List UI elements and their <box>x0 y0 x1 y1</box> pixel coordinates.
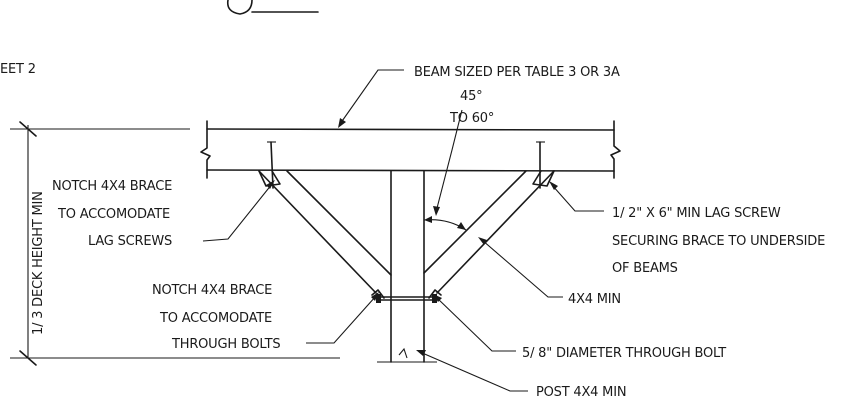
lag-screw-line-3: OF BEAMS <box>612 261 678 276</box>
angle-line-2: TO 60° <box>449 111 494 126</box>
lag-screw-line-1: 1/ 2" X 6" MIN LAG SCREW <box>612 206 781 221</box>
post-leader <box>416 350 528 392</box>
beam-leader <box>338 69 404 128</box>
notch-lag-line-1: NOTCH 4X4 BRACE <box>52 179 172 194</box>
angle-line-1: 45° <box>460 89 482 104</box>
through-bolt <box>376 294 437 303</box>
vertical-dimension: 1/ 3 DECK HEIGHT MIN <box>10 121 340 366</box>
notch-lag-line-2: TO ACCOMODATE <box>57 207 170 222</box>
notch-bolt-line-3: THROUGH BOLTS <box>171 337 280 352</box>
through-bolt-callout: 5/ 8" DIAMETER THROUGH BOLT <box>522 346 726 361</box>
notch-lag-leader <box>202 180 275 242</box>
brace-size-leader <box>478 237 563 298</box>
notch-bolt-leader <box>306 292 379 344</box>
lag-screw-leader <box>549 181 604 212</box>
sheet-reference: EET 2 <box>0 62 36 77</box>
right-brace <box>423 170 555 299</box>
lag-screws <box>267 141 545 189</box>
through-bolt-leader <box>433 294 516 352</box>
left-brace <box>258 170 392 299</box>
notch-bolt-line-1: NOTCH 4X4 BRACE <box>152 283 272 298</box>
notch-bolt-line-2: TO ACCOMODATE <box>159 311 272 326</box>
lag-screw-line-2: SECURING BRACE TO UNDERSIDE <box>612 234 825 249</box>
detail-bubble <box>226 0 319 15</box>
dimension-label: 1/ 3 DECK HEIGHT MIN <box>31 191 46 335</box>
brace-size-callout: 4X4 MIN <box>568 292 621 307</box>
beam <box>200 120 621 179</box>
beam-callout: BEAM SIZED PER TABLE 3 OR 3A <box>414 65 620 80</box>
post <box>377 170 437 363</box>
post-callout: POST 4X4 MIN <box>536 385 626 400</box>
angle-indicator <box>423 109 467 231</box>
notch-lag-line-3: LAG SCREWS <box>88 234 172 249</box>
